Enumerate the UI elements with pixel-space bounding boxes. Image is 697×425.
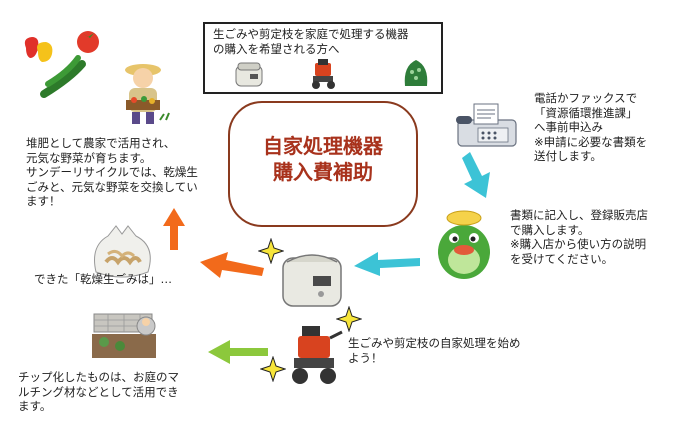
arrow-up-orange [163, 208, 185, 250]
arrow-down-cyan [462, 152, 490, 198]
subsidy-title: 自家処理機器 購入費補助 [263, 134, 383, 184]
arrow-left-green [208, 340, 268, 364]
target-audience-box: 生ごみや剪定枝を家庭で処理する機器 の購入を希望される方へ [203, 22, 443, 94]
arrow-left-cyan [354, 252, 420, 276]
vegetables-icon [24, 31, 99, 98]
shredder-icon [292, 326, 343, 384]
sparkle-icon [260, 356, 286, 382]
garden-mulch-icon [92, 313, 156, 358]
step-start-text: 生ごみや剪定枝の自家処理を始め よう！ [348, 336, 521, 365]
step-purchase-text: 書類に記入し、登録販売店 で購入します。 ※購入店から使い方の説明 を受けてくだ… [510, 208, 648, 266]
sparkle-icon [258, 238, 284, 264]
dryer-icon [282, 254, 342, 307]
step-dried-text: できた「乾燥生ごみは」… [34, 272, 172, 286]
composter-icon [404, 60, 428, 86]
mascot-icon [438, 210, 490, 279]
step-chip-text: チップ化したものは、お庭のマ ルチング材などとして活用でき ます。 [18, 370, 179, 413]
fax-phone-icon [456, 103, 517, 147]
dryer-icon [235, 62, 263, 87]
garbage-bag-icon [94, 225, 151, 278]
target-audience-text: 生ごみや剪定枝を家庭で処理する機器 の購入を希望される方へ [213, 27, 409, 56]
subsidy-title-box: 自家処理機器 購入費補助 [228, 101, 418, 227]
arrow-left-orange [200, 252, 264, 278]
shredder-icon [312, 59, 335, 89]
sparkle-icon [336, 306, 362, 332]
farmer-icon [125, 64, 170, 124]
step-farm-text: 堆肥として農家で活用され、 元気な野菜が育ちます。 サンデーリサイクルでは、乾燥… [26, 136, 198, 208]
step-apply-text: 電話かファックスで 「資源循環推進課」 へ事前申込み ※申請に必要な書類を 送付… [534, 91, 648, 163]
